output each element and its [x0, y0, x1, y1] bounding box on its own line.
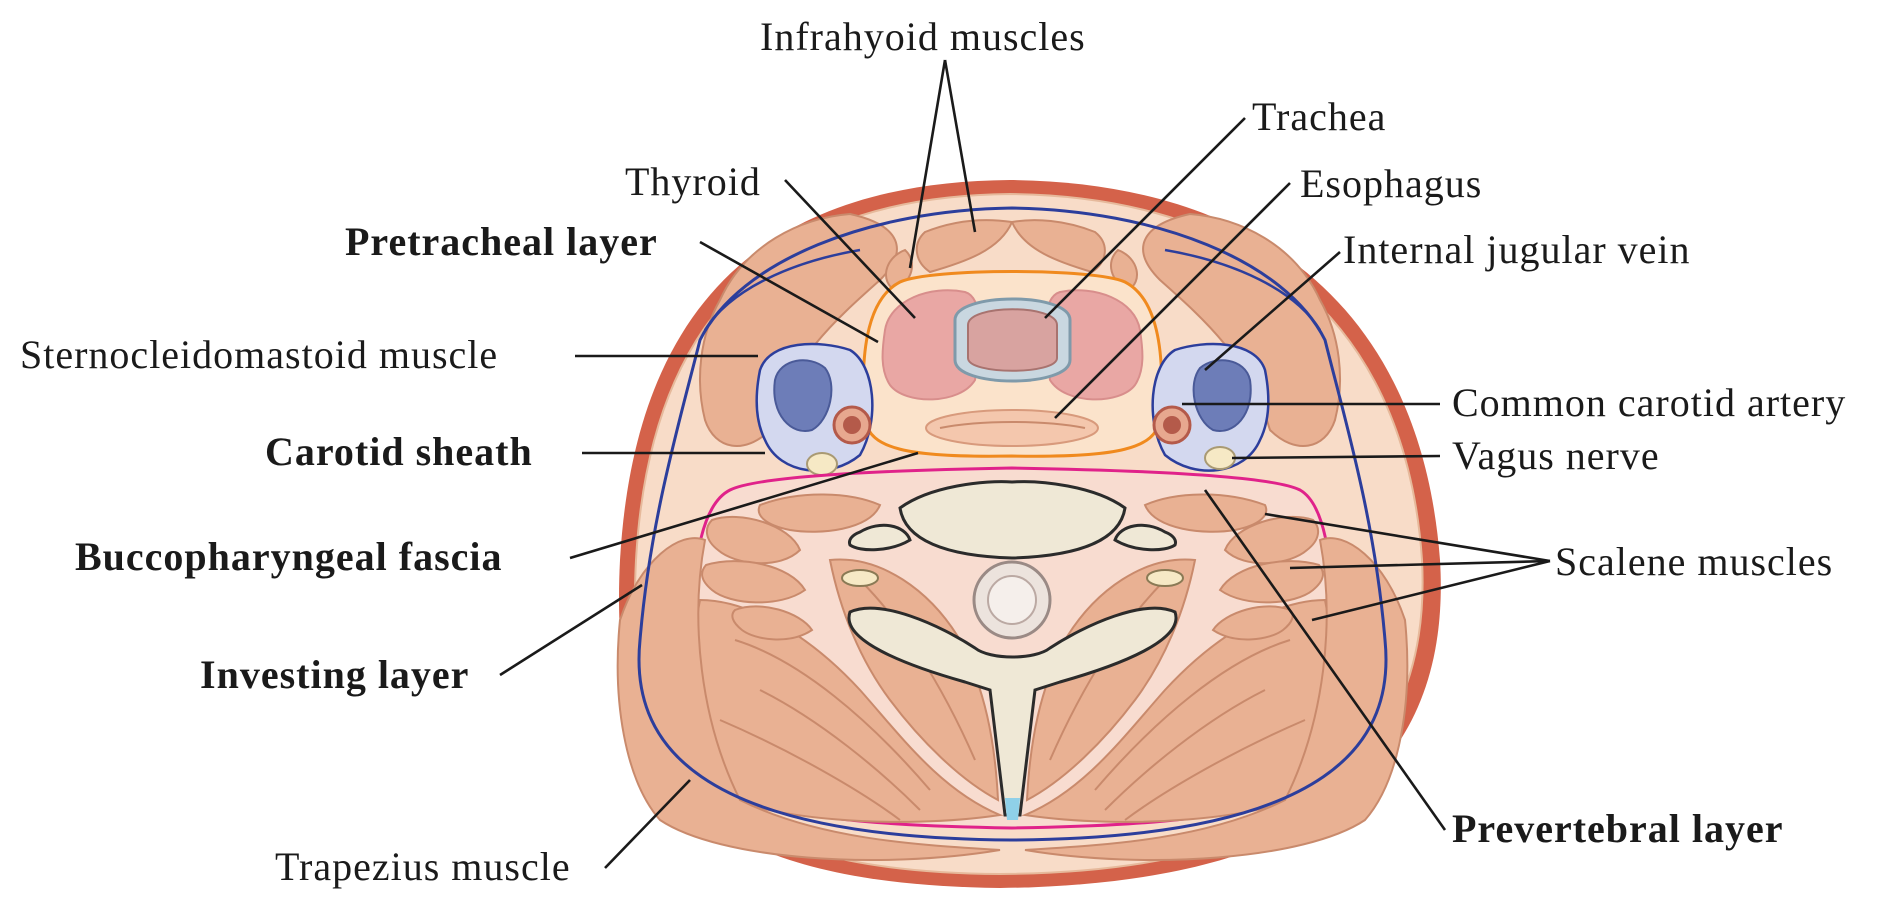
label-scalene-muscles: Scalene muscles	[1555, 539, 1833, 584]
label-trachea: Trachea	[1252, 94, 1386, 139]
common-carotid-artery-left-lumen	[843, 416, 861, 434]
trachea-lumen	[968, 309, 1057, 371]
vagus-nerve-left	[807, 453, 837, 475]
esophagus	[926, 410, 1098, 446]
label-thyroid: Thyroid	[625, 159, 761, 204]
label-buccopharyngeal-fascia: Buccopharyngeal fascia	[75, 534, 503, 579]
label-carotid-sheath: Carotid sheath	[265, 429, 533, 474]
label-investing-layer: Investing layer	[200, 652, 469, 697]
vagus-nerve-right	[1205, 447, 1235, 469]
nuchal-ligament	[1005, 798, 1020, 820]
label-esophagus: Esophagus	[1300, 161, 1482, 206]
label-sternocleidomastoid-muscle: Sternocleidomastoid muscle	[20, 332, 498, 377]
label-internal-jugular-vein: Internal jugular vein	[1343, 227, 1691, 272]
vertebral-foramen-left	[842, 570, 878, 586]
common-carotid-artery-right-lumen	[1163, 416, 1181, 434]
label-common-carotid-artery: Common carotid artery	[1452, 380, 1846, 425]
label-infrahyoid-muscles: Infrahyoid muscles	[760, 14, 1086, 59]
spinal-cord-inner	[988, 576, 1036, 624]
label-pretracheal-layer: Pretracheal layer	[345, 219, 658, 264]
vertebral-foramen-right	[1147, 570, 1183, 586]
label-prevertebral-layer: Prevertebral layer	[1452, 806, 1784, 851]
label-vagus-nerve: Vagus nerve	[1452, 433, 1660, 478]
label-trapezius-muscle: Trapezius muscle	[275, 844, 571, 889]
neck-anatomy	[618, 180, 1441, 888]
